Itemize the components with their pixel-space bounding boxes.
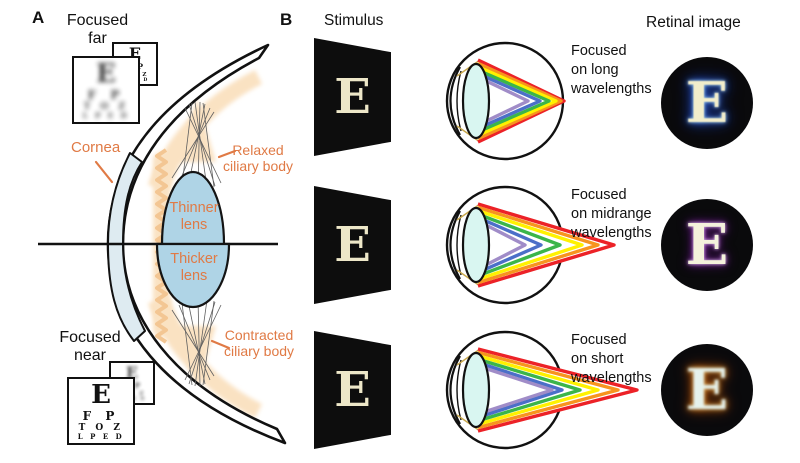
relaxed-ciliary-label: Relaxed ciliary body xyxy=(215,142,301,174)
eye-optics-midrange-focus xyxy=(445,185,616,305)
incoming-ray-top xyxy=(456,59,481,77)
contracted-ciliary-label: Contracted ciliary body xyxy=(213,327,305,359)
eye-cross-section-diagram xyxy=(38,43,287,445)
retinal-image-midrange: E xyxy=(661,199,753,291)
chart-row: E xyxy=(91,379,111,410)
retinal-image-long: E xyxy=(661,57,753,149)
focused-near-line1: Focused xyxy=(59,329,121,346)
relaxed-line1: Relaxed xyxy=(232,142,284,158)
eye-optics-long-focus xyxy=(445,41,566,161)
cornea-inner-arc xyxy=(456,70,462,132)
focus-long-line1: Focused xyxy=(571,43,627,59)
panel-b-label: B xyxy=(280,10,293,29)
chart-row: L P E D xyxy=(77,432,125,442)
retinal-letter-blue-fringe: E xyxy=(685,70,729,136)
eye-optics-short-focus xyxy=(445,330,639,450)
crystalline-lens xyxy=(461,62,491,140)
zonule-fibers-top xyxy=(171,101,222,190)
focused-far-line1: Focused xyxy=(66,12,129,29)
cornea-inner-arc xyxy=(456,359,462,421)
relaxed-pointer-line xyxy=(217,149,237,159)
cornea-label: Cornea xyxy=(71,139,121,156)
thinner-line2: lens xyxy=(180,216,208,233)
cone-purple xyxy=(477,75,530,127)
incoming-ray-bottom xyxy=(456,125,481,143)
stimulus-header: Stimulus xyxy=(324,12,384,29)
retinal-letter-purple-fringe: E xyxy=(685,212,729,278)
focus-mid-line3: wavelengths xyxy=(571,224,652,241)
contracted-line2: ciliary body xyxy=(223,343,295,360)
relaxed-line2: ciliary body xyxy=(222,158,294,175)
focus-mid-line2: on midrange xyxy=(571,205,652,222)
retinal-image-short: E xyxy=(661,344,753,436)
cornea-arc xyxy=(449,66,461,136)
thinner-lens-label: Thinner lens xyxy=(163,200,225,233)
focus-long-line3: wavelengths xyxy=(571,80,652,97)
contracted-pointer-line xyxy=(210,339,231,350)
contracted-line1: Contracted xyxy=(224,327,294,343)
chart-row: F P xyxy=(82,408,120,423)
chart-row: T O Z xyxy=(78,423,124,434)
cornea-segment xyxy=(107,152,146,342)
cornea-inner-arc xyxy=(456,214,462,276)
chart-row: L P E D xyxy=(82,111,130,121)
thicker-line1: Thicker xyxy=(170,251,218,267)
eye-chart-near-blurred: E F P T O Z L P E D xyxy=(72,56,140,124)
ciliary-shading-bottom xyxy=(148,298,262,418)
focus-label-long: Focused on long wavelengths xyxy=(571,42,676,99)
chart-row: F P xyxy=(87,87,125,102)
focus-short-line1: Focused xyxy=(571,332,627,348)
blurred-letters: E F P T O Z L P E D xyxy=(82,58,130,121)
thinner-lens-shape xyxy=(160,170,226,246)
zonule-fibers-bottom xyxy=(171,298,222,387)
thicker-lens-label: Thicker lens xyxy=(163,251,225,284)
retinal-letter-orange-fringe: E xyxy=(685,357,729,423)
focus-label-short: Focused on short wavelengths xyxy=(571,331,676,388)
focused-far-line2: far xyxy=(88,29,107,47)
incoming-ray-bottom xyxy=(456,269,481,287)
focused-far-caption: Focused far xyxy=(55,12,140,48)
stimulus-screen-1: E xyxy=(314,38,391,156)
focus-short-line2: on short xyxy=(571,350,624,367)
focused-near-line2: near xyxy=(73,346,107,364)
focus-label-midrange: Focused on midrange wavelengths xyxy=(571,186,676,243)
cone-purple xyxy=(477,364,554,416)
panel-a-label: A xyxy=(32,8,45,27)
thicker-line2: lens xyxy=(180,267,208,284)
focus-mid-line1: Focused xyxy=(571,187,627,203)
stimulus-letter: E xyxy=(334,362,371,418)
cone-purple xyxy=(477,219,527,271)
ciliary-shading-top xyxy=(148,70,262,190)
stimulus-letter: E xyxy=(334,217,371,273)
chart-row: T O Z xyxy=(83,102,129,113)
cornea-arc xyxy=(449,355,461,425)
incoming-ray-top xyxy=(456,203,481,221)
cornea-arc xyxy=(449,210,461,280)
eye-chart-near-sharp: E F P T O Z L P E D xyxy=(67,377,135,445)
incoming-ray-bottom xyxy=(456,414,481,432)
thinner-line1: Thinner xyxy=(169,200,219,216)
stimulus-screen-2: E xyxy=(314,186,391,304)
retinal-image-header: Retinal image xyxy=(646,14,741,31)
crystalline-lens xyxy=(461,206,491,284)
crystalline-lens xyxy=(461,351,491,429)
focus-short-line3: wavelengths xyxy=(571,369,652,386)
focus-long-line2: on long xyxy=(571,61,619,78)
stimulus-letter: E xyxy=(334,69,371,125)
incoming-ray-top xyxy=(456,348,481,366)
stimulus-screen-3: E xyxy=(314,331,391,449)
thicker-lens-shape xyxy=(155,242,231,309)
cornea-pointer-line xyxy=(94,160,114,184)
focused-near-caption: Focused near xyxy=(50,329,130,365)
chart-row: E xyxy=(96,58,116,89)
